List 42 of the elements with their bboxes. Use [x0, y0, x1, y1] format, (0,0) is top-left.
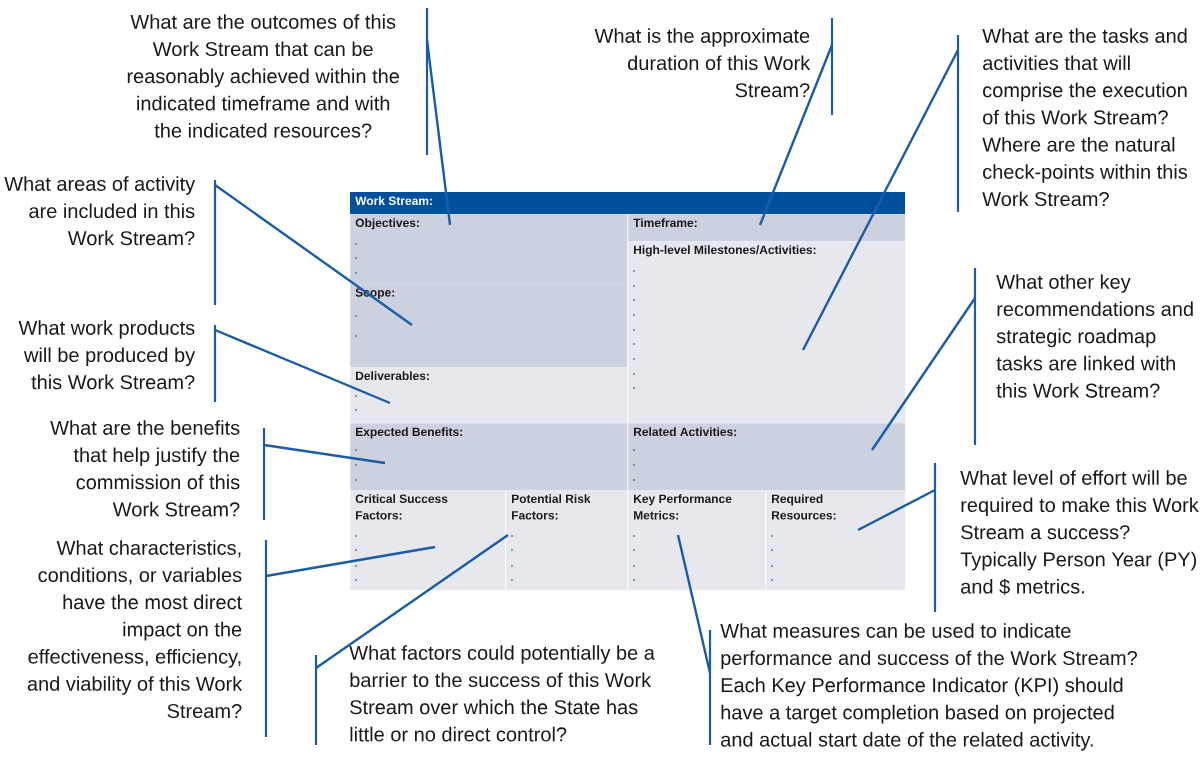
leader-line	[315, 534, 509, 669]
question-text: What characteristics, conditions, or variables have the most direct impact on the effectiveness, efficiency, and viability of this Work Stream?	[27, 540, 243, 719]
question-text: What measures can be used to indicate performance and success of the Work Stream? Each Key Performance Indicator (KPI) should have a target completion based on projected and actual start date of the related activity.	[720, 623, 1137, 751]
leader-line	[214, 184, 413, 326]
form-cell: Expected Benefits:	[350, 423, 628, 491]
node-label: Expected Benefits:	[356, 427, 463, 439]
form-cell: Timeframe:	[628, 214, 906, 242]
question-text: What areas of activity are included in this Work Stream?	[4, 176, 196, 246]
leader-line	[214, 328, 391, 405]
question-text: What is the approximate duration of this Work Stream?	[594, 28, 811, 98]
form-cell: Objectives:	[350, 214, 628, 285]
leader-line	[871, 297, 976, 451]
form-cell: Required Resources:	[766, 490, 906, 591]
form-cell: High-level Milestones/Activities:	[628, 241, 906, 424]
question-text: What level of effort will be required to make this Work Stream a success? Typically Person Year (PY) and $ metrics.	[960, 470, 1199, 595]
leader-line	[265, 545, 436, 578]
leader-line	[263, 443, 386, 465]
form-cell: Potential Risk Factors:	[506, 490, 628, 591]
question-text: What factors could potentially be a barrier to the success of this Work Stream over which the State has little or no direct control?	[349, 645, 655, 742]
leader-line	[758, 44, 834, 226]
node-label: Required Resources:	[772, 494, 836, 520]
question-text: What are the outcomes of this Work Stream that can be reasonably achieved within the indicated timeframe and with the indicated resources?	[127, 14, 399, 138]
form-table: Work Stream:	[350, 192, 905, 214]
leader-line	[801, 49, 960, 351]
question-text: What are the tasks and activities that will comprise the execution of this Work Stream? Where are the natural check-points within this Work Stream?	[982, 28, 1188, 207]
node-label: Deliverables:	[356, 371, 429, 380]
form-cell: Related Activities:	[628, 423, 906, 491]
form-cell: Critical Success Factors:	[350, 490, 506, 591]
node-label: Timeframe:	[633, 218, 697, 227]
node-label: Related Activities:	[634, 427, 737, 436]
question-text: What other key recommendations and strategic roadmap tasks are linked with this Work Stream?	[996, 274, 1193, 398]
leader-line	[857, 488, 936, 532]
question-text: What work products will be produced by this Work Stream?	[18, 320, 196, 390]
node-label: Key Performance Metrics:	[634, 494, 732, 520]
leader-line	[676, 534, 712, 674]
node-label: Potential Risk Factors:	[512, 494, 591, 520]
leader-line	[425, 39, 452, 226]
form-cell: Key Performance Metrics:	[628, 490, 766, 591]
question-text: What are the benefits that help justify the commission of this Work Stream?	[50, 420, 240, 517]
node-label: Objectives:	[355, 218, 419, 230]
node-label: Critical Success Factors:	[355, 494, 448, 520]
form-cell: Deliverables:	[350, 367, 628, 424]
